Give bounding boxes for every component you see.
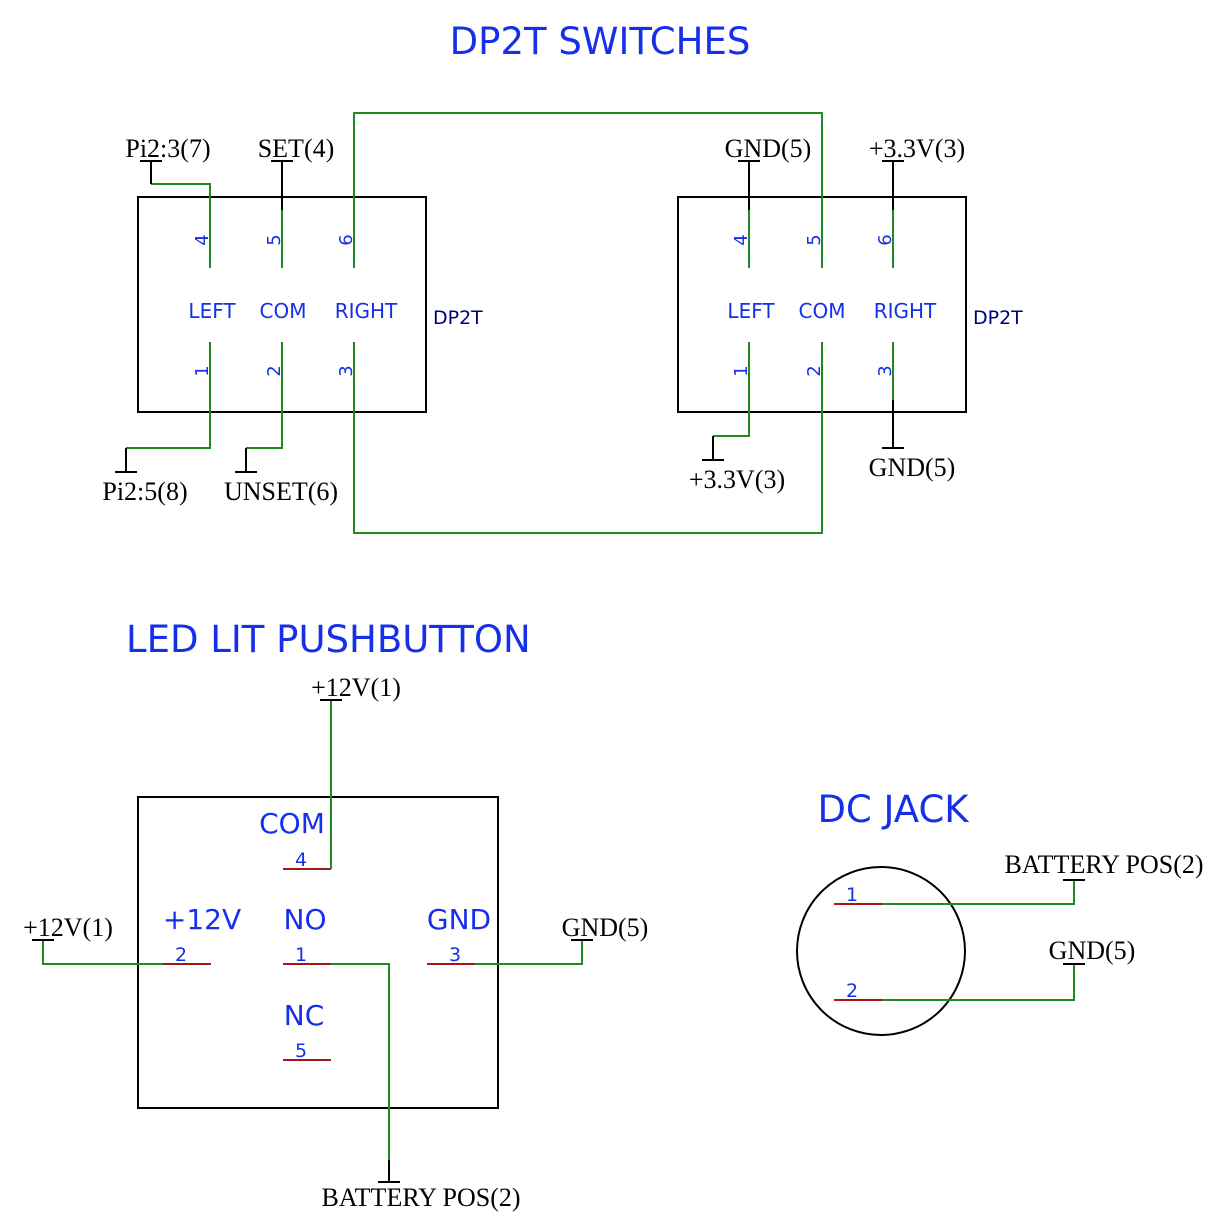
- dc-jack: 1 2 BATTERY POS(2) GND(5): [796, 850, 1204, 1036]
- label-12v: +12V: [163, 903, 241, 936]
- net-label-pin5: SET(4): [258, 134, 335, 163]
- label-com: COM: [799, 299, 846, 323]
- pin-number-1: 1: [731, 365, 752, 376]
- net-label-bottom: BATTERY POS(2): [321, 1183, 520, 1212]
- dp2t-switch-left: 4 5 6 1 2 3 LEFT COM RIGHT DP2T Pi2:3(7)…: [102, 134, 483, 506]
- net-label-right: GND(5): [562, 913, 649, 942]
- part-label: DP2T: [433, 307, 483, 329]
- label-com: COM: [260, 299, 307, 323]
- pin-number-2: 2: [804, 365, 825, 376]
- pin-number-2: 2: [264, 365, 285, 376]
- net-label-pin6: +3.3V(3): [869, 134, 965, 163]
- pin-number-6: 6: [336, 234, 357, 245]
- pin-number-1: 1: [192, 365, 213, 376]
- net-label-pin2: GND(5): [1049, 936, 1136, 965]
- dp2t-switch-right: 4 5 6 1 2 3 LEFT COM RIGHT DP2T GND(5) +…: [677, 134, 1023, 494]
- label-left: LEFT: [188, 299, 236, 323]
- pin-number-2: 2: [175, 944, 187, 966]
- net-label-left: +12V(1): [23, 913, 113, 942]
- pin-number-3: 3: [875, 365, 896, 376]
- net-label-pin1: +3.3V(3): [689, 465, 785, 494]
- wire-pin1: [713, 400, 750, 437]
- pin-number-5: 5: [264, 234, 285, 245]
- label-com: COM: [259, 807, 325, 840]
- label-right: RIGHT: [874, 299, 937, 323]
- net-label-pin1: BATTERY POS(2): [1004, 850, 1203, 879]
- pin-number-5: 5: [804, 234, 825, 245]
- wire-gnd: [475, 940, 583, 965]
- wire-pin1: [882, 880, 1075, 905]
- label-right: RIGHT: [335, 299, 398, 323]
- wire-pin2: [246, 400, 283, 449]
- wire-left6-to-right5: [353, 112, 823, 210]
- label-left: LEFT: [727, 299, 775, 323]
- pin-number-3: 3: [449, 944, 461, 966]
- net-label-pin4: GND(5): [725, 134, 812, 163]
- net-label-pin3: GND(5): [869, 453, 956, 482]
- part-label: DP2T: [973, 307, 1023, 329]
- pin-number-1: 1: [846, 884, 858, 906]
- title-led-lit-pushbutton: LED LIT PUSHBUTTON: [126, 618, 531, 661]
- label-gnd: GND: [427, 903, 491, 936]
- net-label-pin1: Pi2:5(8): [102, 477, 187, 506]
- net-label-pin2: UNSET(6): [224, 477, 338, 506]
- wire-12v: [42, 940, 163, 965]
- net-label-top: +12V(1): [311, 673, 401, 702]
- pin-number-4: 4: [731, 234, 752, 245]
- title-dp2t-switches: DP2T SWITCHES: [450, 20, 751, 63]
- pin-number-4: 4: [295, 849, 307, 871]
- net-label-pin4: Pi2:3(7): [125, 134, 210, 163]
- wire-no: [331, 963, 390, 1160]
- led-pushbutton: COM 4 +12V 2 NO 1 GND 3 NC 5 +12V(1) +12…: [23, 673, 648, 1212]
- pin-number-5: 5: [295, 1040, 307, 1062]
- title-dc-jack: DC JACK: [817, 788, 970, 831]
- wire-pin1: [126, 400, 211, 449]
- wire-pin4: [151, 183, 211, 210]
- pin-number-1: 1: [295, 944, 307, 966]
- dc-jack-body: [796, 866, 966, 1036]
- wire-pin2: [882, 964, 1075, 1001]
- pushbutton-body: [137, 796, 499, 1109]
- label-no: NO: [284, 903, 327, 936]
- pin-number-6: 6: [875, 234, 896, 245]
- pin-number-3: 3: [336, 365, 357, 376]
- wire-left3-to-right2: [353, 400, 823, 534]
- pin-number-4: 4: [192, 234, 213, 245]
- pin-number-2: 2: [846, 980, 858, 1002]
- label-nc: NC: [284, 999, 325, 1032]
